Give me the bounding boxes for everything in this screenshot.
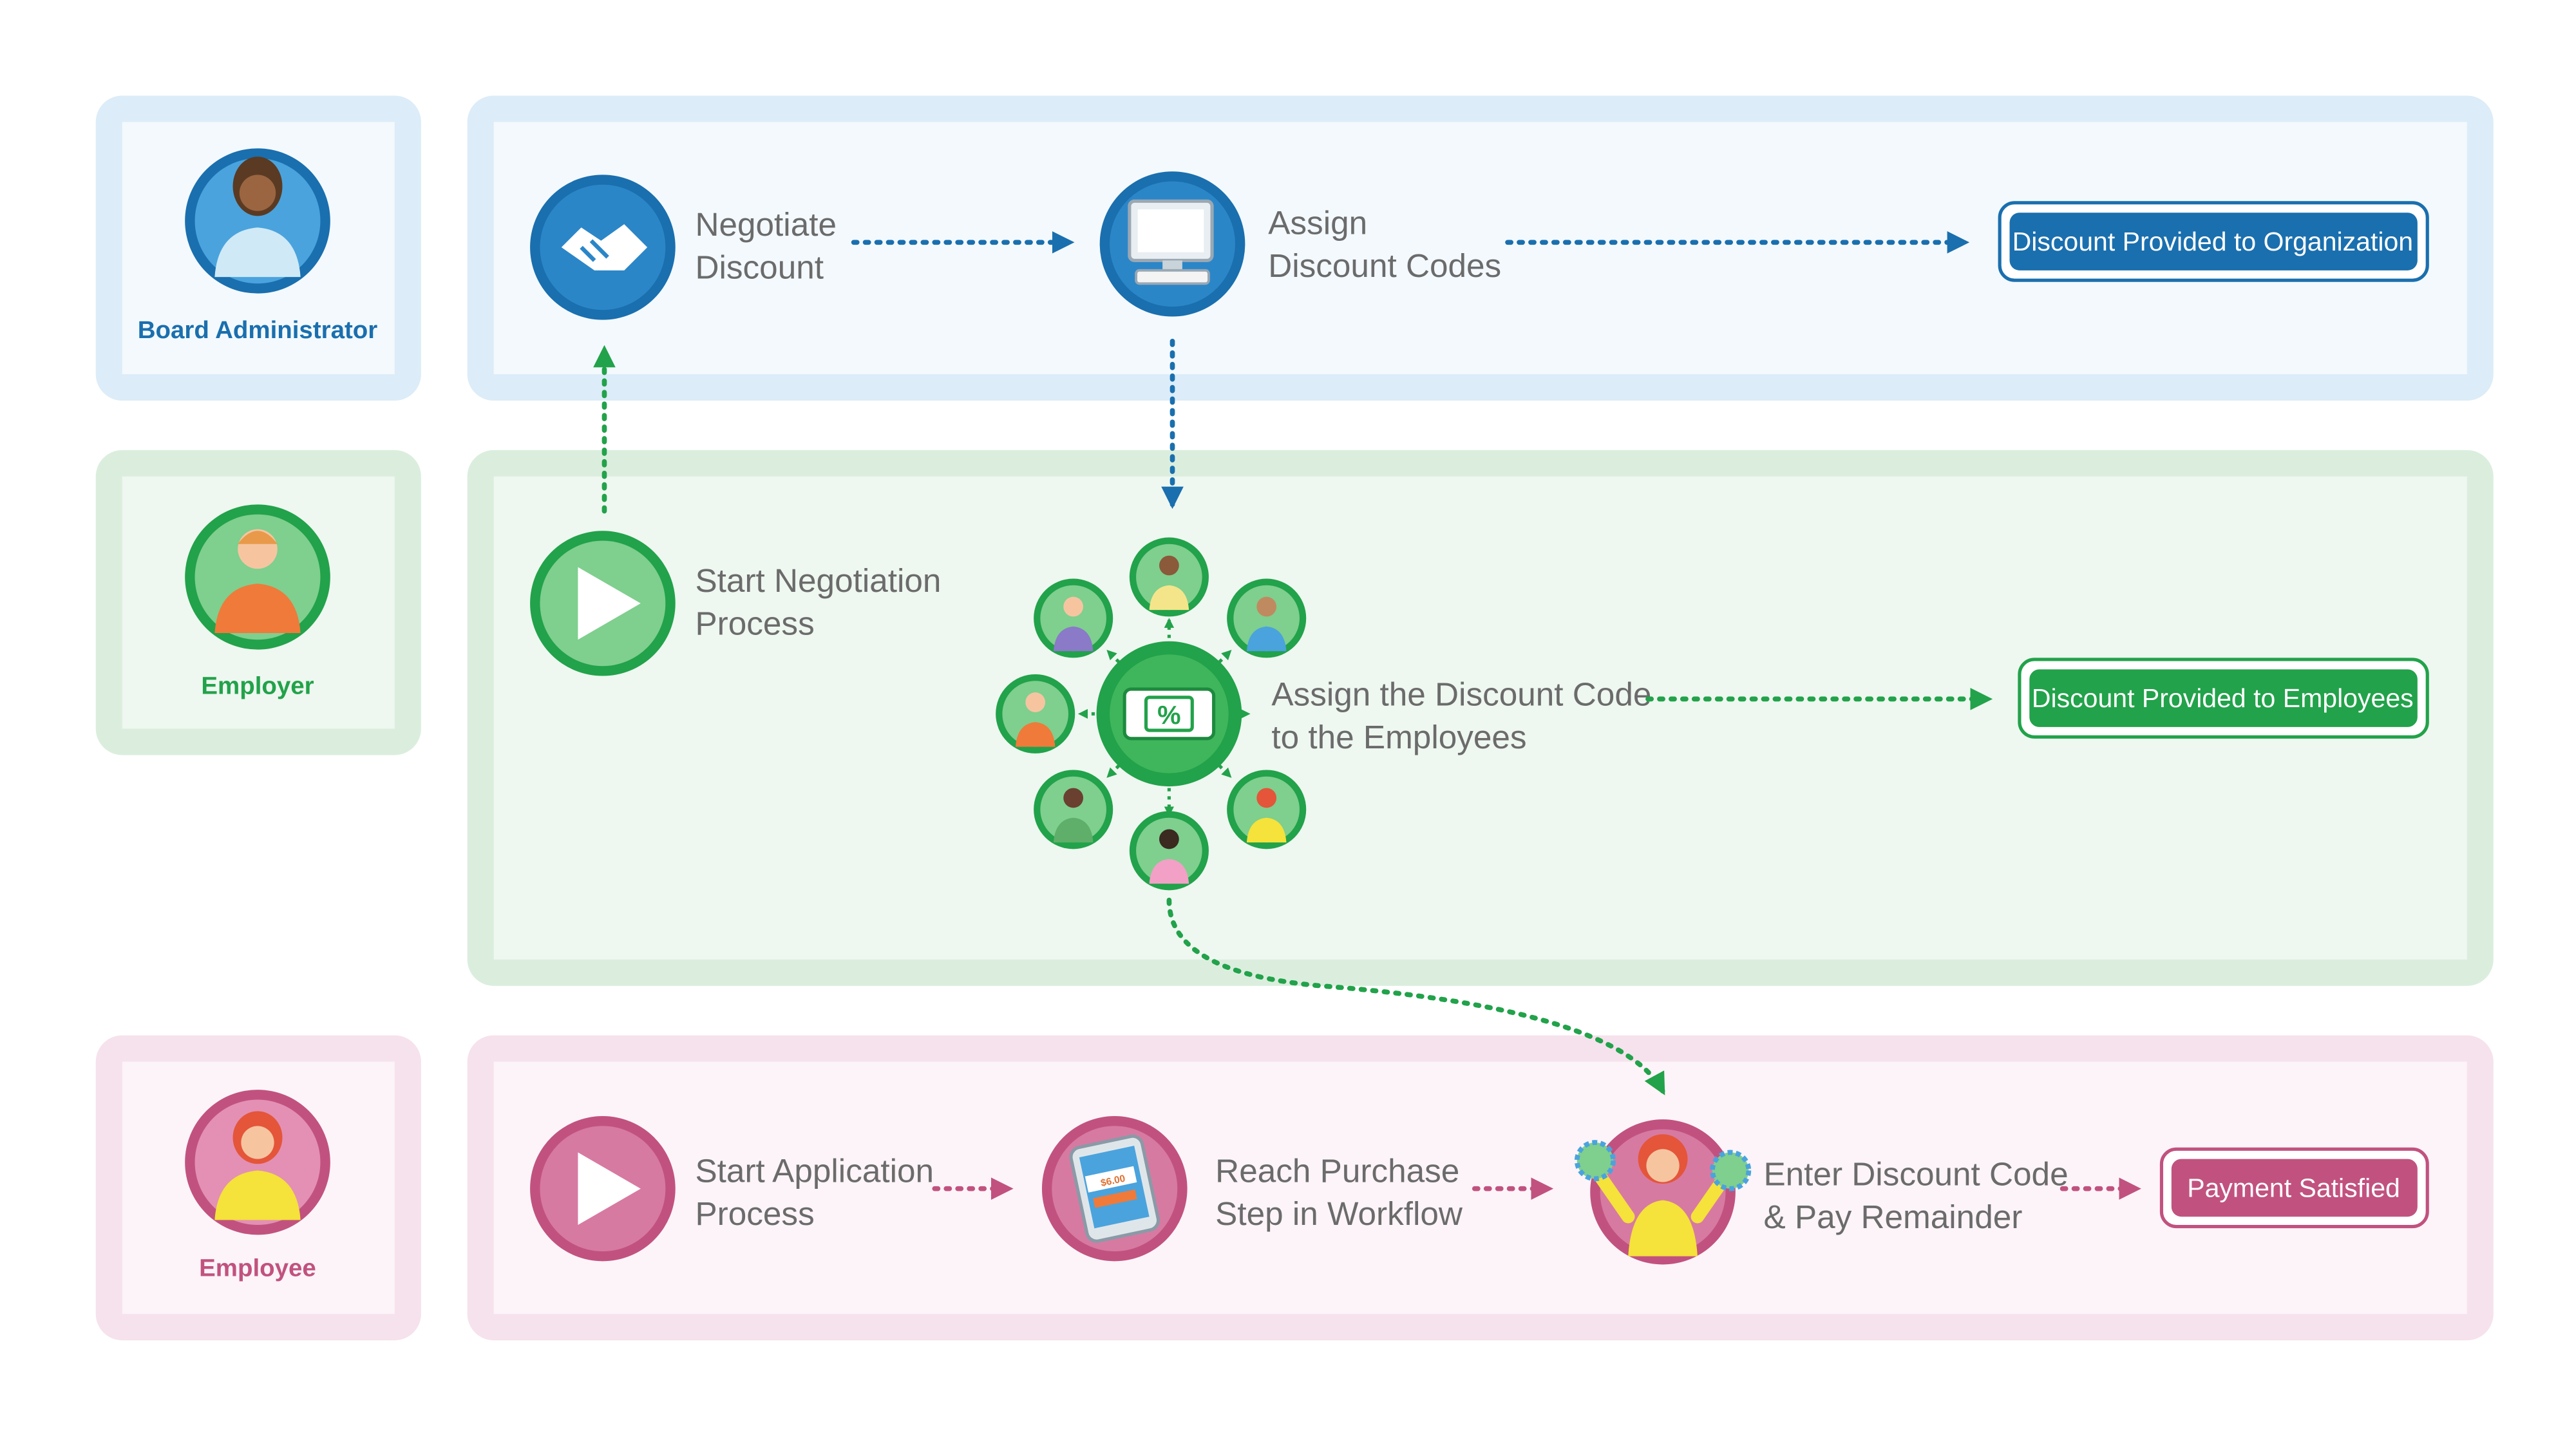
step-label-line2: Discount — [695, 249, 824, 286]
step-label-line1: Start Negotiation — [695, 562, 941, 599]
flow-arrow-curve — [1166, 897, 1665, 1095]
role-label-board-administrator: Board Administrator — [138, 316, 378, 344]
step-label-line2: Process — [695, 1195, 814, 1232]
step-label-line2: to the Employees — [1271, 719, 1526, 755]
employee-avatar — [1129, 537, 1209, 617]
outcome-label: Payment Satisfied — [2187, 1173, 2400, 1203]
role-label-employer: Employer — [201, 672, 314, 700]
step-reach-purchase: $6.00 Reach Purchase Step in Workflow — [1041, 1116, 1463, 1262]
step-label-line1: Assign — [1268, 205, 1367, 242]
outcome-badge-organization: Discount Provided to Organization — [1998, 201, 2429, 282]
step-negotiate-discount: Negotiate Discount — [530, 175, 837, 320]
percent-ticket-icon: % — [1096, 641, 1242, 787]
step-label-line2: Step in Workflow — [1215, 1195, 1463, 1232]
employee-avatar — [996, 674, 1075, 753]
cheerleader-icon — [1574, 1119, 1752, 1265]
step-label-line1: Enter Discount Code — [1763, 1156, 2068, 1193]
step-label-line1: Negotiate — [695, 206, 837, 243]
step-label-line1: Reach Purchase — [1215, 1152, 1459, 1189]
play-icon — [530, 1116, 676, 1262]
employee-avatar — [1227, 770, 1307, 849]
employee-avatar — [1129, 811, 1209, 891]
step-enter-discount-code: Enter Discount Code & Pay Remainder — [1574, 1119, 2069, 1265]
outcome-badge-employees: Discount Provided to Employees — [2018, 658, 2429, 739]
handshake-icon — [530, 175, 676, 320]
tablet-price-icon: $6.00 — [1041, 1116, 1188, 1262]
avatar-board-administrator — [185, 148, 330, 294]
step-label-line2: Process — [695, 605, 814, 642]
step-start-application: Start Application Process — [530, 1116, 934, 1262]
step-start-negotiation: Start Negotiation Process — [530, 531, 941, 676]
step-label-line1: Assign the Discount Code — [1271, 676, 1651, 713]
lane-employee — [95, 1035, 2494, 1341]
outcome-label: Discount Provided to Organization — [2012, 227, 2413, 256]
step-label-line2: & Pay Remainder — [1763, 1199, 2022, 1235]
step-label-line2: Discount Codes — [1268, 247, 1501, 284]
svg-text:%: % — [1157, 700, 1180, 730]
employee-avatar — [1034, 578, 1113, 658]
employee-avatar — [1227, 578, 1307, 658]
employee-avatar — [1034, 770, 1113, 849]
computer-icon — [1099, 171, 1245, 317]
employee-distribution-cluster: % — [996, 537, 1307, 891]
step-label-line1: Start Application — [695, 1152, 934, 1189]
avatar-employee — [185, 1090, 330, 1235]
outcome-badge-payment: Payment Satisfied — [2159, 1147, 2429, 1229]
role-label-employee: Employee — [199, 1254, 316, 1282]
step-assign-code-to-employees: Assign the Discount Code to the Employee… — [1271, 676, 1651, 756]
play-icon — [530, 531, 676, 676]
avatar-employer — [185, 504, 330, 650]
step-assign-discount-codes: Assign Discount Codes — [1099, 171, 1501, 317]
outcome-label: Discount Provided to Employees — [2032, 683, 2414, 713]
